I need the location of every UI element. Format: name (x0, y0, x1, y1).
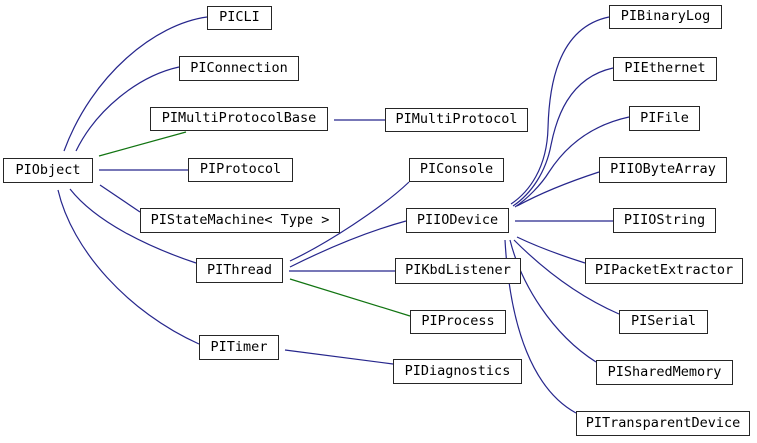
class-node-pikbdlistener[interactable]: PIKbdListener (395, 258, 521, 284)
edge-pitimer-to-piobject (57, 189, 200, 345)
class-node-piiodevice[interactable]: PIIODevice (406, 208, 509, 233)
edge-pidiagnostics-to-pitimer (284, 349, 394, 365)
class-node-pibinarylog[interactable]: PIBinaryLog (609, 5, 722, 29)
edge-piiobytearray-to-piiodevice (516, 171, 600, 207)
class-node-picli[interactable]: PICLI (207, 6, 272, 30)
edge-pipacketextractor-to-piiodevice (516, 236, 586, 264)
edge-pibinarylog-to-piiodevice (510, 16, 610, 205)
edge-piethernet-to-piiodevice (512, 67, 614, 207)
class-node-piconsole[interactable]: PIConsole (409, 158, 504, 182)
edge-picli-to-piobject (63, 16, 208, 152)
edge-piprocess-to-pithread (289, 278, 411, 317)
class-node-pidiagnostics[interactable]: PIDiagnostics (393, 359, 522, 384)
class-node-piprotocol[interactable]: PIProtocol (188, 158, 293, 182)
class-node-pitimer[interactable]: PITimer (199, 335, 279, 360)
edge-piiodevice-to-pithread (289, 220, 407, 268)
edge-pimultiprotocolbase-to-piobject (98, 131, 187, 157)
class-node-piiobytearray[interactable]: PIIOByteArray (599, 157, 727, 183)
class-node-pimultiprotocolbase[interactable]: PIMultiProtocolBase (150, 107, 328, 131)
edge-piconnection-to-piobject (75, 66, 180, 152)
class-node-pisharedmemory[interactable]: PISharedMemory (596, 360, 733, 385)
edge-piserial-to-piiodevice (513, 239, 620, 315)
class-node-piserial[interactable]: PISerial (619, 310, 708, 334)
class-node-piprocess[interactable]: PIProcess (410, 310, 506, 334)
edge-pifile-to-piiodevice (514, 116, 630, 208)
class-node-pitransparentdevice[interactable]: PITransparentDevice (576, 411, 750, 436)
class-node-piiostring[interactable]: PIIOString (613, 208, 716, 233)
class-node-pithread[interactable]: PIThread (196, 258, 283, 283)
class-node-pifile[interactable]: PIFile (629, 106, 700, 131)
edge-pisharedmemory-to-piiodevice (509, 239, 597, 363)
edge-pithread-to-piobject (69, 188, 197, 264)
class-node-piconnection[interactable]: PIConnection (179, 56, 299, 81)
edge-pistatemachine-to-piobject (99, 184, 141, 213)
class-node-pipacketextractor[interactable]: PIPacketExtractor (585, 258, 743, 284)
edge-piconsole-to-pithread (289, 181, 410, 262)
class-node-pistatemachine[interactable]: PIStateMachine< Type > (140, 208, 340, 233)
class-node-pimultiprotocol[interactable]: PIMultiProtocol (385, 108, 528, 132)
class-node-piethernet[interactable]: PIEthernet (613, 57, 717, 81)
class-node-piobject[interactable]: PIObject (3, 158, 93, 183)
